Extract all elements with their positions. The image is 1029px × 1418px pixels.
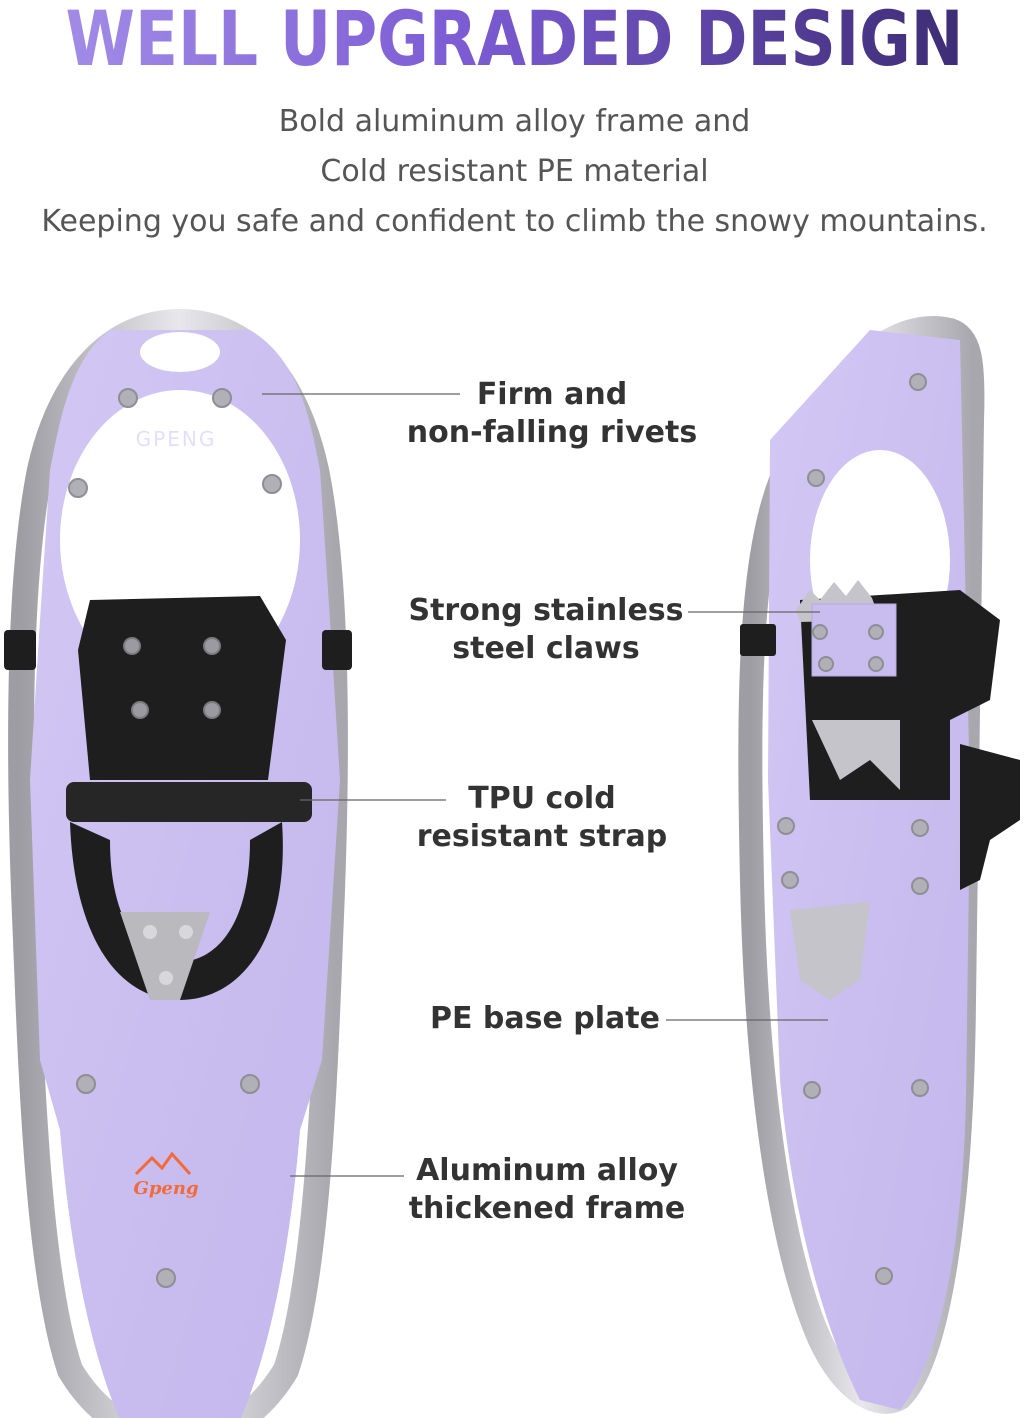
callout-rivets-line1: Firm and bbox=[476, 377, 628, 412]
callout-frame: Aluminum alloy thickened frame bbox=[404, 1152, 690, 1228]
left-frame bbox=[8, 308, 348, 1418]
left-binding bbox=[66, 596, 312, 1000]
page-title: WELL UPGRADED DESIGN bbox=[41, 0, 988, 84]
left-snowshoe: GPENG Gpeng bbox=[4, 308, 352, 1418]
callout-strap-line1: TPU cold bbox=[468, 781, 616, 816]
callout-frame-line2: thickened frame bbox=[408, 1191, 686, 1226]
callout-claws: Strong stainless steel claws bbox=[400, 592, 692, 668]
right-rivets bbox=[777, 373, 929, 1285]
left-rivets bbox=[68, 388, 282, 1288]
callout-claws-line2: steel claws bbox=[452, 631, 640, 666]
right-snowshoe bbox=[738, 316, 1020, 1414]
callout-rivets: Firm and non-falling rivets bbox=[404, 376, 700, 452]
left-brand-logo: Gpeng bbox=[133, 1178, 198, 1199]
callout-frame-line1: Aluminum alloy bbox=[416, 1153, 678, 1188]
callout-base-plate-line1: PE base plate bbox=[430, 1001, 660, 1036]
callout-strap-line2: resistant strap bbox=[416, 819, 668, 854]
callout-base-plate: PE base plate bbox=[420, 1000, 670, 1038]
callout-claws-line1: Strong stainless bbox=[408, 593, 684, 628]
subtitle-line-2: Cold resistant PE material bbox=[320, 154, 709, 189]
callout-rivets-line2: non-falling rivets bbox=[406, 415, 698, 450]
subtitle-line-1: Bold aluminum alloy frame and bbox=[278, 104, 751, 139]
subtitle-line-3: Keeping you safe and confident to climb … bbox=[41, 204, 988, 239]
left-deck-logo: GPENG bbox=[136, 427, 217, 451]
callout-strap: TPU cold resistant strap bbox=[414, 780, 670, 856]
